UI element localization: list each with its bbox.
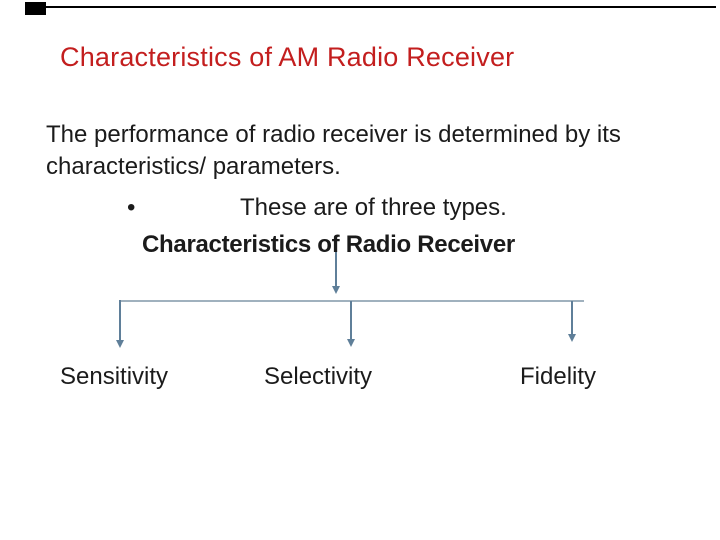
bullet-text: These are of three types. <box>240 194 507 221</box>
paragraph-line-1: The performance of radio receiver is det… <box>46 121 621 148</box>
arrowhead-down-icon <box>332 286 340 294</box>
diagram-heading: Characteristics of Radio Receiver <box>142 231 515 258</box>
scan-artifact-block <box>25 2 46 15</box>
scan-artifact-line <box>46 6 716 8</box>
diagram-node-fidelity: Fidelity <box>520 363 597 390</box>
slide-title: Characteristics of AM Radio Receiver <box>60 42 515 72</box>
diagram-node-sensitivity: Sensitivity <box>60 363 169 390</box>
arrowhead-down-icon <box>568 334 576 342</box>
arrowhead-down-icon <box>116 340 124 348</box>
diagram-node-selectivity: Selectivity <box>264 363 373 390</box>
bullet-marker: • <box>127 194 136 221</box>
paragraph-line-2: characteristics/ parameters. <box>46 153 341 180</box>
arrowhead-down-icon <box>347 339 355 347</box>
